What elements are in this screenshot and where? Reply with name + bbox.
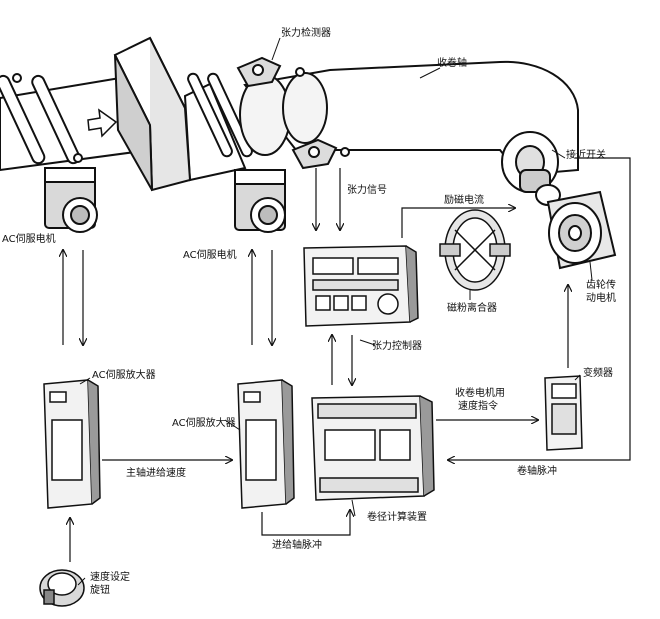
leader-lines bbox=[77, 37, 593, 586]
rewind-roll bbox=[501, 131, 561, 206]
inverter bbox=[544, 375, 583, 451]
tension-controller bbox=[303, 245, 419, 327]
label-tension-signal: 张力信号 bbox=[347, 185, 387, 196]
processing-block bbox=[113, 36, 192, 192]
magnetic-clutch bbox=[439, 209, 511, 291]
ac-servo-motor-1 bbox=[44, 167, 98, 233]
label-tension-controller: 张力控制器 bbox=[372, 341, 422, 352]
label-rewind-speed-cmd-line1: 收卷电机用 bbox=[455, 388, 505, 399]
signal-arrows bbox=[63, 168, 568, 562]
ac-servo-motor-2 bbox=[234, 169, 286, 233]
label-speed-knob-line2: 旋钮 bbox=[90, 585, 110, 596]
ac-servo-amp-2 bbox=[237, 379, 295, 509]
tension-detector-rollers bbox=[187, 56, 350, 170]
label-feed-axis-pulse: 进给轴脉冲 bbox=[272, 540, 322, 551]
label-speed-knob-line1: 速度设定 bbox=[90, 572, 130, 583]
label-magnetic-clutch: 磁粉离合器 bbox=[447, 303, 497, 314]
label-spindle-feed-speed: 主轴进给速度 bbox=[126, 468, 186, 479]
label-gear-motor-line2: 动电机 bbox=[586, 293, 616, 304]
label-diameter-calc-device: 卷径计算装置 bbox=[367, 512, 427, 523]
excitation-current-line bbox=[401, 208, 515, 238]
label-reel-pulse: 卷轴脉冲 bbox=[517, 466, 557, 477]
label-rewind-speed-cmd-line2: 速度指令 bbox=[458, 401, 498, 412]
feed-axis-pulse-line bbox=[261, 510, 350, 536]
label-ac-servo-amp-2: AC伺服放大器 bbox=[172, 418, 236, 429]
ac-servo-amp-1 bbox=[43, 379, 101, 509]
reel-pulse-line bbox=[448, 157, 631, 460]
label-ac-servo-amp-1: AC伺服放大器 bbox=[92, 370, 156, 381]
direction-arrow-icon bbox=[87, 108, 118, 138]
label-inverter: 变频器 bbox=[583, 368, 613, 379]
label-tension-detector: 张力检测器 bbox=[281, 28, 331, 39]
label-excitation-current: 励磁电流 bbox=[444, 195, 484, 206]
label-gear-motor-line1: 齿轮传 bbox=[586, 280, 616, 291]
left-rollers bbox=[0, 73, 83, 165]
speed-knob-icon bbox=[39, 569, 85, 607]
label-rewind-shaft: 收卷轴 bbox=[437, 58, 467, 69]
diameter-calc-device bbox=[311, 395, 435, 501]
label-ac-servo-motor-2: AC伺服电机 bbox=[183, 250, 237, 261]
label-proximity-switch: 接近开关 bbox=[566, 150, 606, 161]
gear-motor bbox=[546, 190, 617, 270]
label-ac-servo-motor-1: AC伺服电机 bbox=[2, 234, 56, 245]
